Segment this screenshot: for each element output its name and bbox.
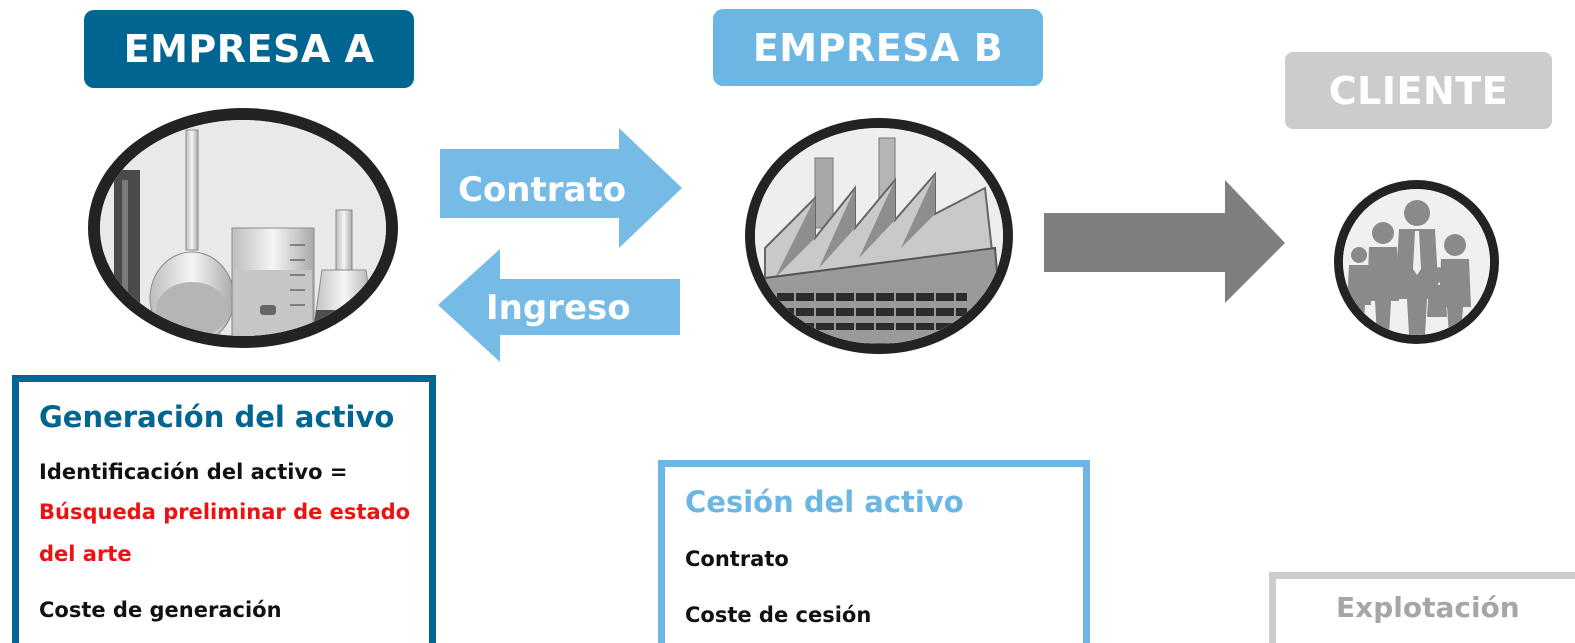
box-a-line1: Identificación del activo = [39, 460, 348, 484]
box-a-line2: Búsqueda preliminar de estado [39, 500, 411, 524]
cliente-header: CLIENTE [1285, 52, 1552, 129]
cliente-label: CLIENTE [1328, 68, 1509, 113]
ingreso-arrow-label: Ingreso [486, 288, 631, 328]
explotacion-box: Explotación [1269, 572, 1575, 643]
box-b-line1: Contrato [685, 547, 789, 571]
people-group-icon [1334, 180, 1499, 344]
box-c-title: Explotación [1336, 591, 1520, 624]
empresa-a-header: EMPRESA A [84, 10, 414, 88]
box-b-title: Cesión del activo [685, 485, 964, 519]
ingreso-arrow [438, 249, 680, 362]
box-b-line2: Coste de cesión [685, 603, 872, 627]
box-a-line4: Coste de generación [39, 598, 282, 622]
box-a-title: Generación del activo [39, 400, 395, 434]
box-a-line3: del arte [39, 542, 132, 566]
generacion-activo-box: Generación del activo Identificación del… [12, 375, 436, 643]
contrato-arrow-label: Contrato [458, 170, 627, 210]
lab-glassware-icon [88, 108, 398, 348]
empresa-a-label: EMPRESA A [123, 27, 375, 71]
contrato-arrow [440, 128, 682, 248]
cesion-activo-box: Cesión del activo Contrato Coste de cesi… [658, 460, 1090, 643]
empresa-b-header: EMPRESA B [713, 9, 1043, 86]
explotacion-arrow [1044, 180, 1285, 303]
empresa-b-label: EMPRESA B [752, 25, 1004, 70]
